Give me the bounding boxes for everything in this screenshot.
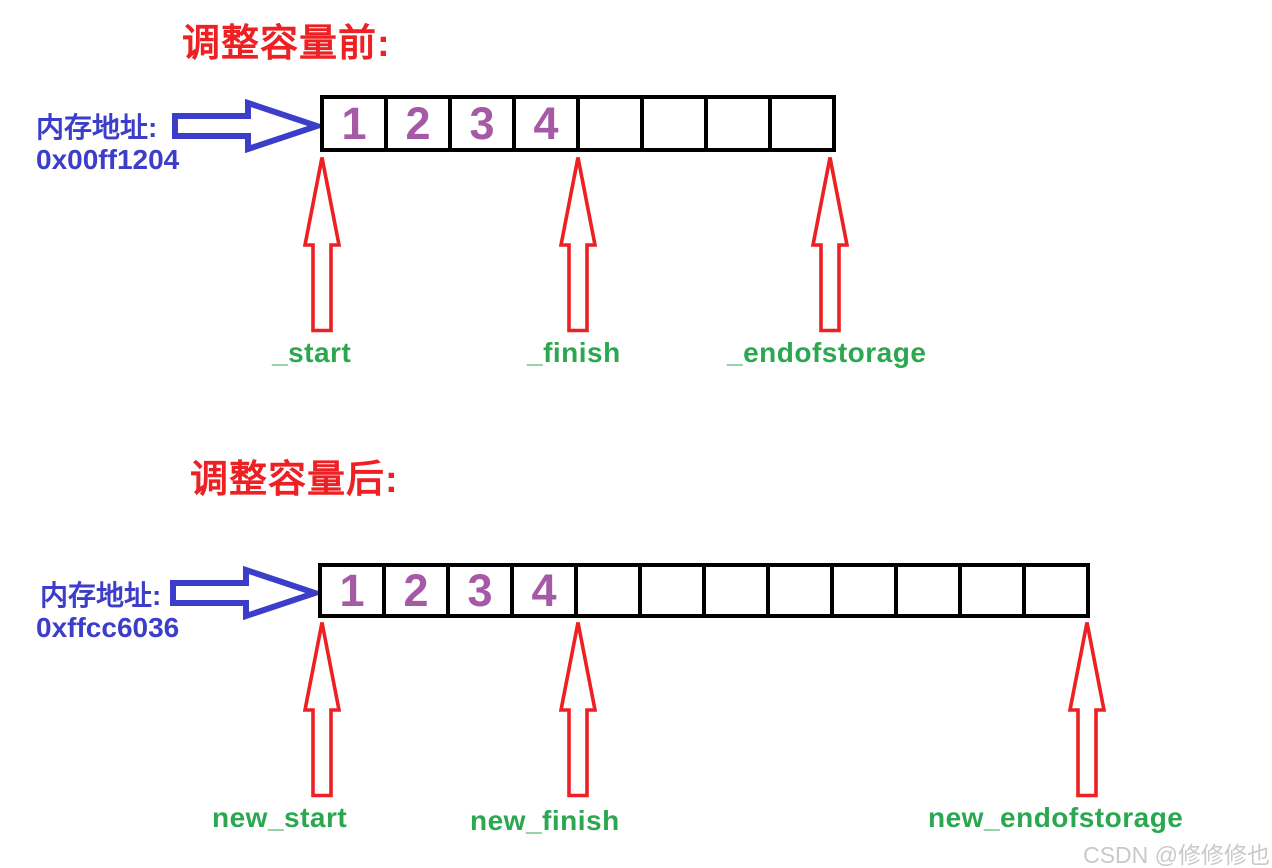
- array-cell: 3: [450, 567, 514, 614]
- start-pointer-arrow-icon: [303, 155, 341, 333]
- endofstorage-pointer-label: _endofstorage: [727, 337, 927, 368]
- array-cell: [578, 567, 642, 614]
- after-array: 1 2 3 4: [318, 563, 1090, 618]
- array-cell: [708, 99, 772, 148]
- array-cell: 1: [322, 567, 386, 614]
- array-cell: [706, 567, 770, 614]
- start-pointer-label: _start: [272, 337, 352, 368]
- finish-pointer-label: _finish: [527, 337, 621, 368]
- array-cell: [772, 99, 832, 148]
- before-memory-address: 0x00ff1204: [36, 144, 180, 175]
- new-endofstorage-pointer-label: new_endofstorage: [928, 802, 1184, 833]
- array-cell: [962, 567, 1026, 614]
- array-cell: 1: [324, 99, 388, 148]
- array-cell: 4: [516, 99, 580, 148]
- new-finish-pointer-label: new_finish: [470, 805, 620, 836]
- before-array: 1 2 3 4: [320, 95, 836, 152]
- array-cell: 4: [514, 567, 578, 614]
- new-start-pointer-arrow-icon: [303, 620, 341, 798]
- new-finish-pointer-arrow-icon: [559, 620, 597, 798]
- after-title: 调整容量后:: [190, 459, 399, 501]
- after-memory-address: 0xffcc6036: [36, 612, 180, 643]
- array-cell: [580, 99, 644, 148]
- array-cell: 2: [386, 567, 450, 614]
- array-cell: [770, 567, 834, 614]
- before-title: 调整容量前:: [182, 23, 391, 65]
- memory-pointer-arrow-icon: [172, 99, 320, 153]
- array-cell: [898, 567, 962, 614]
- after-memory-label: 内存地址:: [40, 580, 162, 611]
- csdn-watermark: CSDN @修修修也: [1083, 842, 1270, 868]
- endofstorage-pointer-arrow-icon: [811, 155, 849, 333]
- new-endofstorage-pointer-arrow-icon: [1068, 620, 1106, 798]
- memory-pointer-arrow-icon: [170, 566, 318, 620]
- array-cell: [644, 99, 708, 148]
- new-start-pointer-label: new_start: [212, 802, 348, 833]
- array-cell: 2: [388, 99, 452, 148]
- array-cell: [834, 567, 898, 614]
- finish-pointer-arrow-icon: [559, 155, 597, 333]
- array-cell: [642, 567, 706, 614]
- array-cell: [1026, 567, 1086, 614]
- before-memory-label: 内存地址:: [36, 112, 158, 143]
- array-cell: 3: [452, 99, 516, 148]
